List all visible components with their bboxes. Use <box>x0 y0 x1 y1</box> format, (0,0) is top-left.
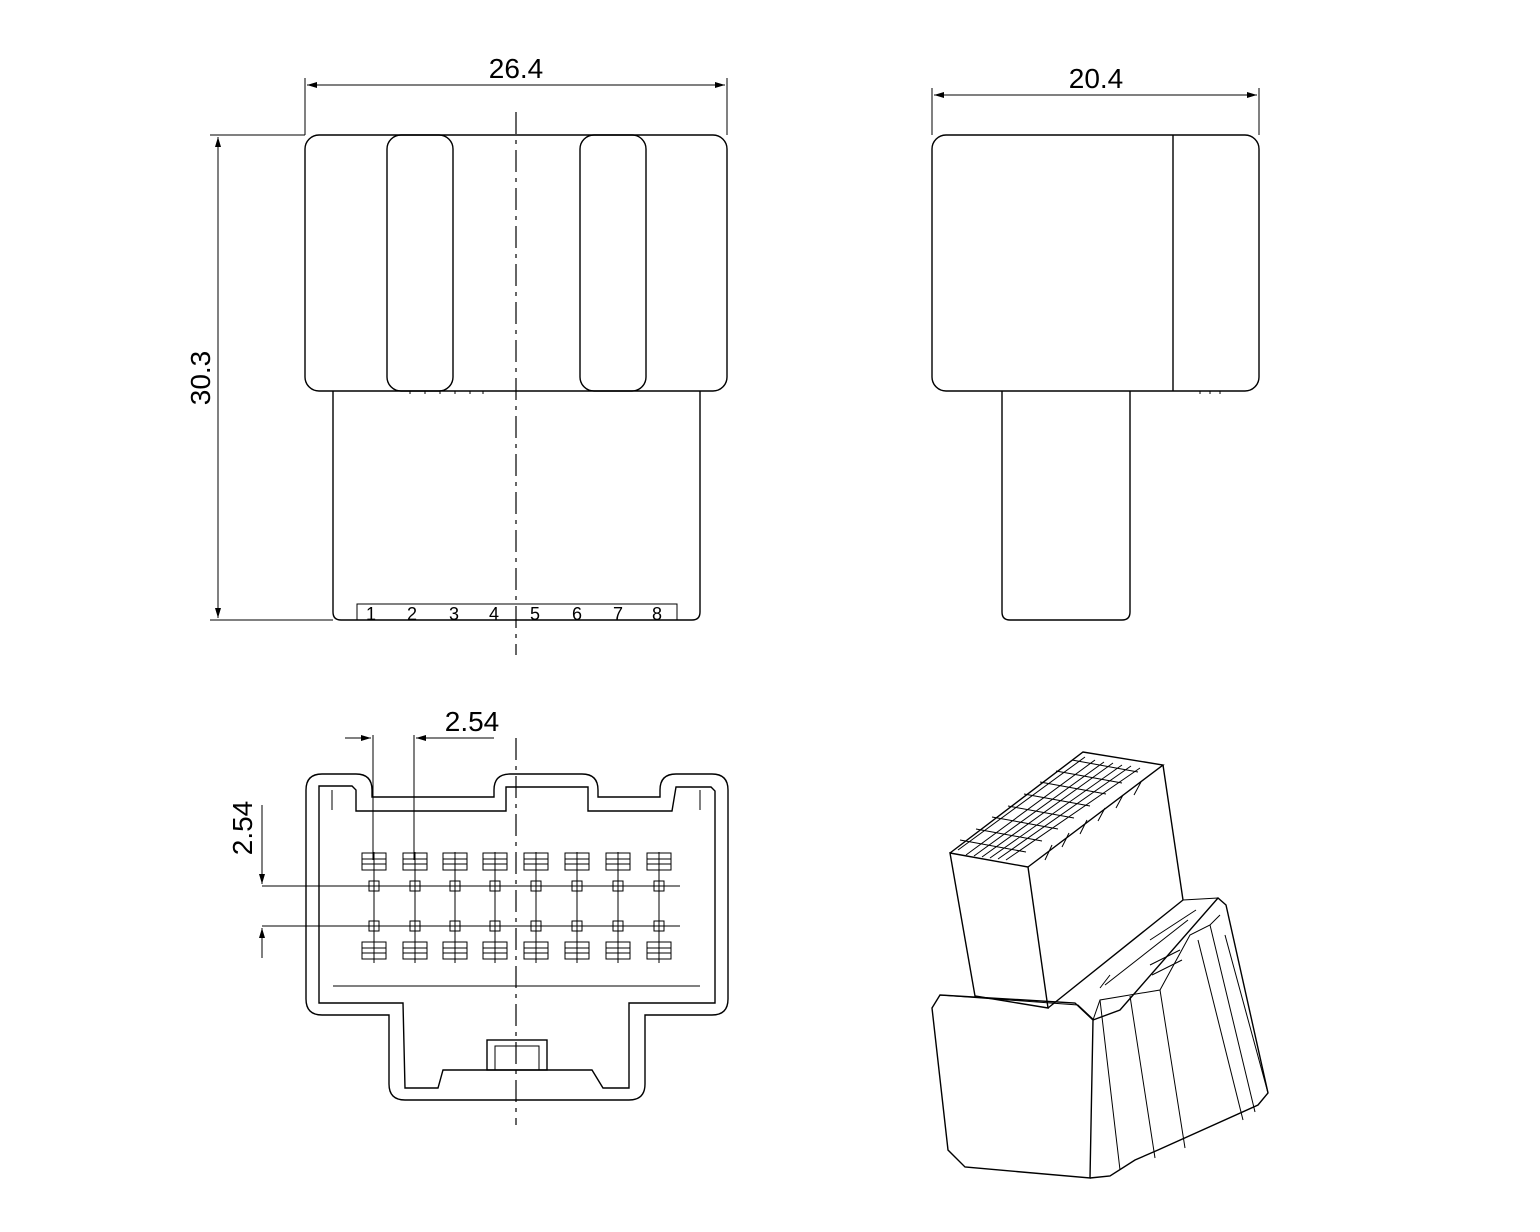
pin-label-4: 4 <box>489 604 499 624</box>
pin-contact-row1-2 <box>409 880 421 892</box>
pin-contact-row2-8 <box>653 920 665 932</box>
pin-contact-row2-4 <box>489 920 501 932</box>
pin-label-7: 7 <box>613 604 623 624</box>
face-view: 2.54 2.54 <box>227 706 729 1125</box>
pin-contact-row2-3 <box>449 920 461 932</box>
pin-contact-row2-2 <box>409 920 421 932</box>
terminal-slot-top-1 <box>361 852 387 871</box>
pin-contact-row2-5 <box>530 920 542 932</box>
side-upper-housing <box>931 134 1260 392</box>
pitch-vertical-dim-label: 2.54 <box>227 801 258 856</box>
face-latch-window <box>486 1039 548 1071</box>
pin-contact-row1-8 <box>653 880 665 892</box>
terminal-slot-top-8 <box>646 852 672 871</box>
face-pin-array <box>361 852 672 963</box>
pin-contact-row1-5 <box>530 880 542 892</box>
terminal-slot-bottom-6 <box>564 941 590 960</box>
pin-label-6: 6 <box>572 604 582 624</box>
side-width-dim-label: 20.4 <box>1069 63 1124 94</box>
front-left-rib <box>386 134 454 392</box>
front-right-rib <box>579 134 647 392</box>
isometric-view <box>931 751 1269 1179</box>
pin-number-labels: 1 2 3 4 5 6 7 8 <box>366 604 662 624</box>
terminal-slot-bottom-1 <box>361 941 387 960</box>
pin-label-2: 2 <box>407 604 417 624</box>
pin-label-5: 5 <box>530 604 540 624</box>
pin-contact-row1-3 <box>449 880 461 892</box>
pin-label-1: 1 <box>366 604 376 624</box>
iso-cavity-grid <box>957 756 1141 861</box>
terminal-slot-bottom-4 <box>482 941 508 960</box>
iso-lower-front-face <box>931 994 1094 1179</box>
pin-contact-row1-1 <box>368 880 380 892</box>
terminal-slot-bottom-8 <box>646 941 672 960</box>
terminal-slot-top-2 <box>402 852 428 871</box>
pin-contact-row2-6 <box>571 920 583 932</box>
terminal-slot-bottom-5 <box>523 941 549 960</box>
terminal-slot-top-4 <box>482 852 508 871</box>
terminal-slot-bottom-2 <box>402 941 428 960</box>
terminal-slot-top-7 <box>605 852 631 871</box>
terminal-slot-top-3 <box>442 852 468 871</box>
iso-upper-block <box>949 852 1049 1009</box>
side-view: 20.4 <box>931 63 1260 621</box>
front-view: 1 2 3 4 5 6 7 8 26.4 30.3 <box>185 53 728 655</box>
pin-contact-row2-1 <box>368 920 380 932</box>
pin-contact-row1-4 <box>489 880 501 892</box>
pin-contact-row1-6 <box>571 880 583 892</box>
terminal-slot-top-5 <box>523 852 549 871</box>
pin-number-strip <box>356 603 678 621</box>
pin-label-3: 3 <box>449 604 459 624</box>
height-dim-label: 30.3 <box>185 351 216 406</box>
face-inner-outline <box>318 785 716 1089</box>
iso-lower-side <box>1089 897 1269 1179</box>
pitch-horizontal-dim-label: 2.54 <box>445 706 500 737</box>
side-lower-body <box>1001 391 1131 621</box>
pin-contact-row2-7 <box>612 920 624 932</box>
face-outer-outline <box>305 773 729 1101</box>
terminal-slot-bottom-3 <box>442 941 468 960</box>
terminal-slot-top-6 <box>564 852 590 871</box>
pin-contact-row1-7 <box>612 880 624 892</box>
terminal-slot-bottom-7 <box>605 941 631 960</box>
pin-label-8: 8 <box>652 604 662 624</box>
front-width-dim-label: 26.4 <box>489 53 544 84</box>
